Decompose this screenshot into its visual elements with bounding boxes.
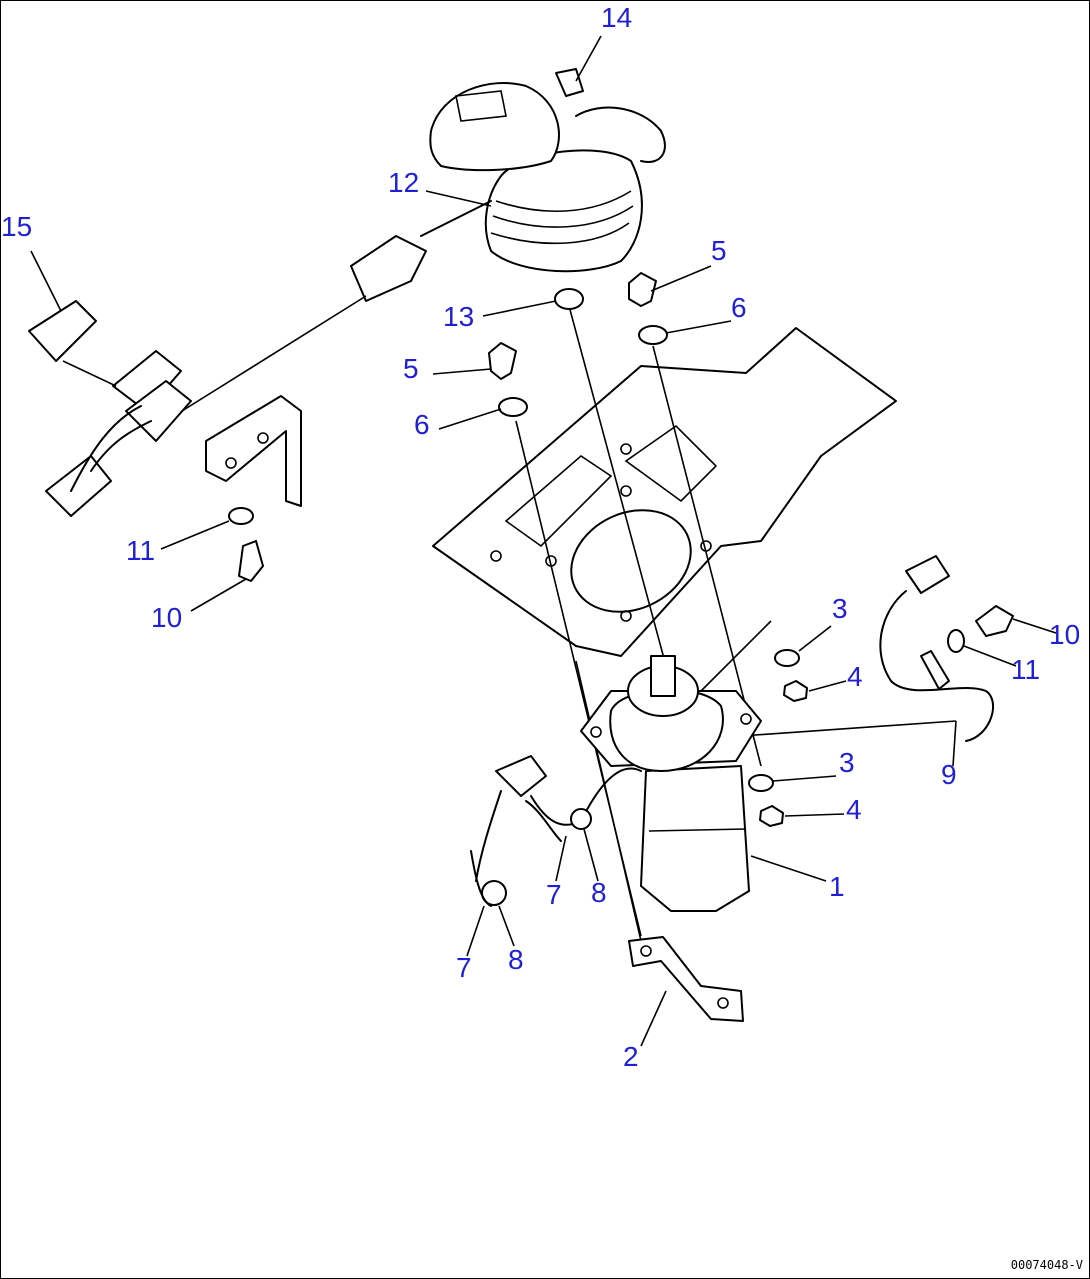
grip-terminal	[555, 68, 584, 97]
lever-grip	[429, 82, 560, 172]
bolt-10-right	[975, 605, 1014, 637]
callout-1: 1	[829, 871, 845, 902]
callout-2: 2	[623, 1041, 639, 1072]
connector-bracket	[205, 395, 302, 507]
callout-11-left: 11	[126, 535, 156, 566]
bolt-10-left	[238, 540, 264, 582]
callout-3-lower: 3	[839, 747, 855, 778]
callout-10-left: 10	[151, 602, 183, 633]
callout-6-lower: 6	[414, 409, 430, 440]
washer-3-upper	[774, 649, 800, 667]
plate-center-hole	[570, 509, 692, 613]
nut-4-lower	[759, 805, 784, 827]
leader-9-line	[740, 720, 957, 737]
boot-connector	[350, 235, 427, 302]
callout-11-right: 11	[1011, 654, 1041, 685]
callout-4-upper: 4	[847, 661, 863, 692]
callout-8-lower: 8	[508, 944, 524, 975]
centerline-13	[568, 305, 667, 667]
bolt-5-lower	[488, 342, 517, 380]
clamp-8-upper	[570, 808, 592, 830]
bracket-2	[628, 936, 744, 1022]
leader-3-top	[700, 620, 772, 692]
mounting-plate	[432, 327, 897, 657]
callout-15: 15	[1, 211, 33, 242]
callout-13: 13	[443, 301, 475, 332]
callout-12: 12	[388, 167, 420, 198]
plate-slot-left	[504, 454, 613, 548]
valve-stem	[650, 655, 676, 697]
callout-9: 9	[941, 759, 957, 790]
nut-4-upper	[783, 680, 808, 702]
washer-3-lower	[748, 774, 774, 792]
washer-6-lower	[498, 397, 528, 417]
centerline-bracket	[575, 660, 642, 942]
harness-9-connector	[905, 555, 950, 594]
plate-slot-right	[624, 424, 718, 503]
callout-14: 14	[601, 2, 633, 33]
washer-6-upper	[638, 325, 668, 345]
centerline-6	[652, 345, 762, 767]
washer-11-right	[947, 629, 965, 653]
callout-5-lower: 5	[403, 353, 419, 384]
connector-15	[28, 300, 97, 362]
callout-5-upper: 5	[711, 235, 727, 266]
valve-body	[640, 765, 750, 912]
callout-4-lower: 4	[846, 794, 862, 825]
callout-3-upper: 3	[832, 593, 848, 624]
harness-connector	[495, 755, 547, 797]
callout-7-lower: 7	[456, 952, 472, 983]
callout-7-upper: 7	[546, 879, 562, 910]
washer-13	[554, 288, 584, 310]
washer-11-left	[228, 507, 254, 525]
callout-8-upper: 8	[591, 877, 607, 908]
bolt-5-upper	[628, 272, 657, 307]
callout-6-upper: 6	[731, 292, 747, 323]
harness-9-terminal	[920, 650, 950, 690]
callout-10-right: 10	[1049, 619, 1081, 650]
drawing-number: 00074048-V	[1010, 1258, 1083, 1272]
